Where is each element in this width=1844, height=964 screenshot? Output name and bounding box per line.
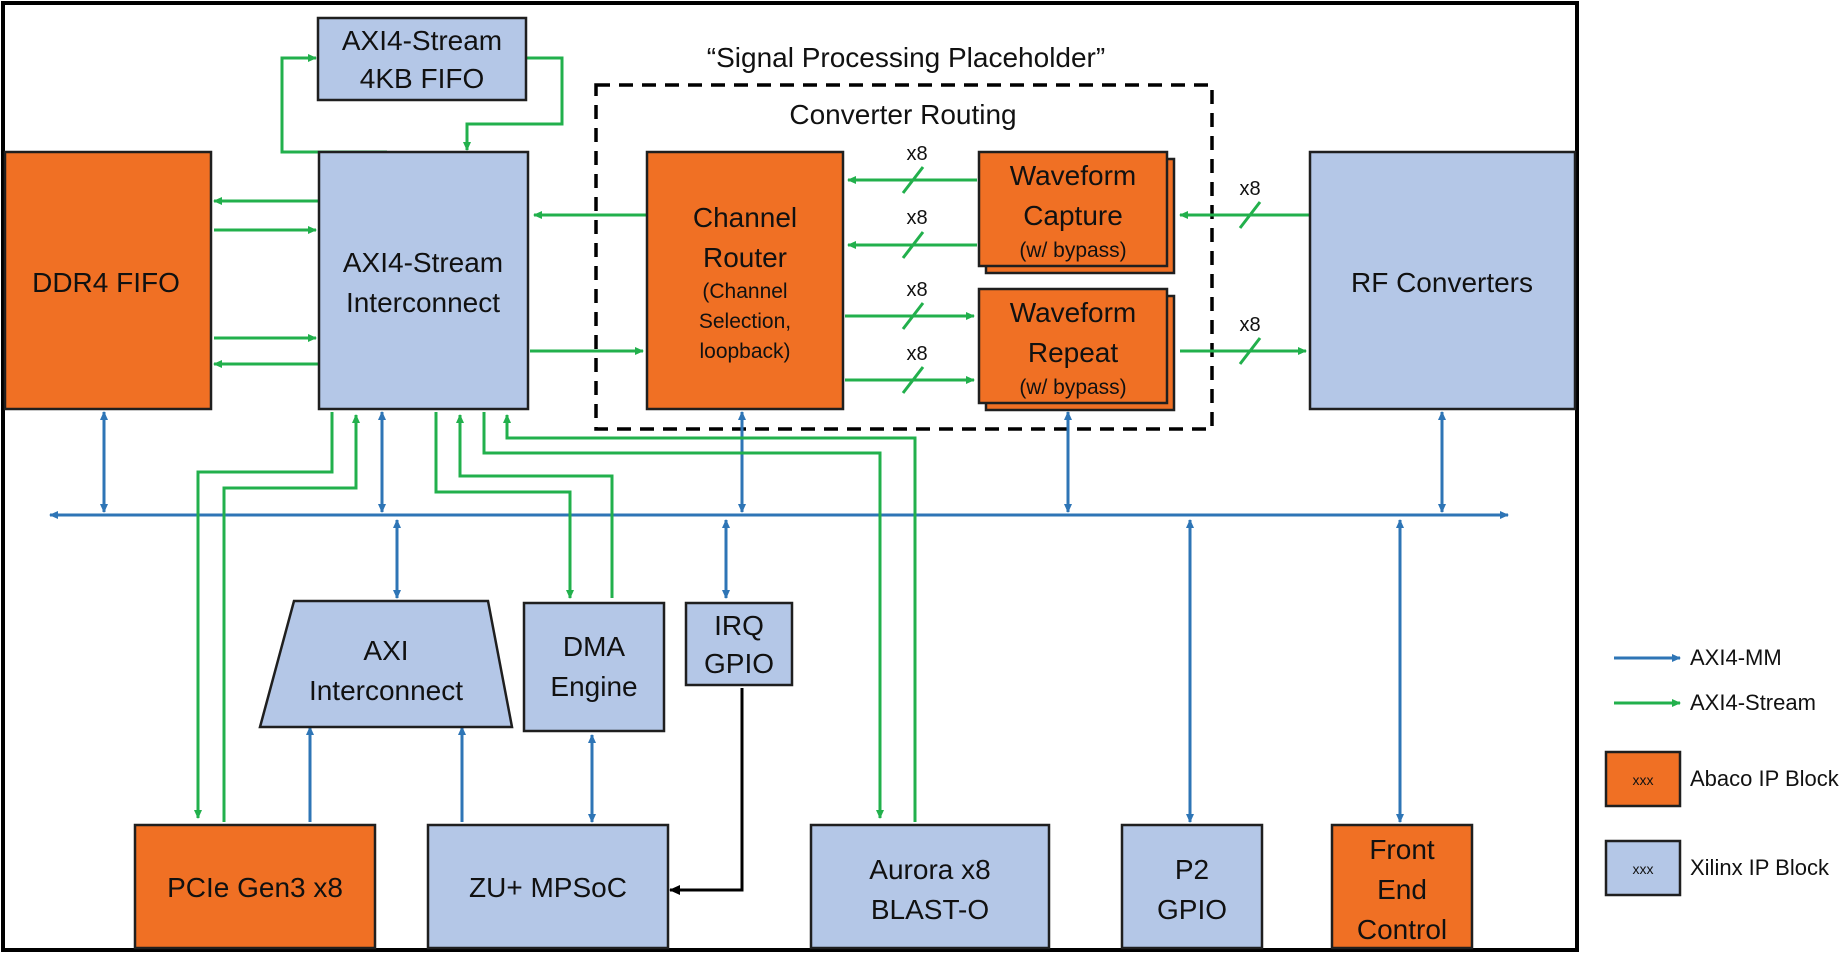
svg-text:Repeat: Repeat (1028, 337, 1119, 368)
svg-text:xxx: xxx (1633, 861, 1654, 877)
legend-mm-label: AXI4-MM (1690, 645, 1782, 670)
svg-text:Interconnect: Interconnect (346, 287, 500, 318)
svg-text:AXI4-Stream: AXI4-Stream (343, 247, 503, 278)
svg-text:P2: P2 (1175, 854, 1209, 885)
bus-label: x8 (1239, 314, 1260, 336)
svg-text:RF Converters: RF Converters (1351, 267, 1533, 298)
svg-text:Channel: Channel (693, 202, 797, 233)
axi4-stream-fifo-block: AXI4-Stream 4KB FIFO (316, 16, 528, 102)
bus-label: x8 (906, 207, 927, 229)
legend-abaco-swatch (1604, 750, 1682, 808)
zu-mpsoc-block: ZU+ MPSoC (426, 823, 670, 950)
waveform-repeat-block: Waveform Repeat (w/ bypass) (977, 287, 1176, 412)
pcie-gen3-block: PCIe Gen3 x8 (133, 823, 377, 950)
svg-text:Front: Front (1369, 834, 1435, 865)
irq-connection (669, 688, 744, 895)
legend-stream-label: AXI4-Stream (1690, 690, 1816, 715)
bus-label: x8 (1239, 178, 1260, 200)
dma-engine-block: DMA Engine (522, 601, 666, 733)
outer-frame (1, 1, 1579, 952)
bus-label: x8 (906, 143, 927, 165)
front-end-control-block: Front End Control (1330, 823, 1474, 950)
svg-text:Engine: Engine (550, 671, 637, 702)
legend: AXI4-MM AXI4-Stream xxx Abaco IP Block x… (1604, 645, 1840, 897)
waveform-capture-block: Waveform Capture (w/ bypass) (977, 150, 1176, 275)
svg-text:ZU+ MPSoC: ZU+ MPSoC (469, 872, 627, 903)
svg-text:(w/ bypass): (w/ bypass) (1019, 239, 1126, 262)
svg-text:AXI4-Stream: AXI4-Stream (342, 25, 502, 56)
legend-abaco-label: Abaco IP Block (1690, 766, 1840, 791)
svg-text:DDR4 FIFO: DDR4 FIFO (32, 267, 180, 298)
svg-text:Interconnect: Interconnect (309, 675, 463, 706)
rf-converters-block: RF Converters (1308, 150, 1577, 411)
svg-text:End: End (1377, 874, 1427, 905)
svg-text:Selection,: Selection, (699, 310, 791, 333)
svg-text:Control: Control (1357, 914, 1447, 945)
converter-routing-label: Converter Routing (789, 99, 1016, 130)
p2-gpio-block: P2 GPIO (1120, 823, 1264, 950)
irq-gpio-block: IRQ GPIO (684, 601, 794, 687)
signal-processing-region (594, 83, 1214, 431)
legend-xilinx-swatch (1604, 839, 1682, 897)
svg-text:loopback): loopback) (699, 340, 790, 363)
axi4-stream-interconnect-block: AXI4-Stream Interconnect (317, 150, 530, 411)
svg-text:GPIO: GPIO (1157, 894, 1227, 925)
svg-text:BLAST-O: BLAST-O (871, 894, 989, 925)
svg-text:(Channel: (Channel (702, 280, 787, 303)
svg-text:IRQ: IRQ (714, 610, 764, 641)
svg-text:DMA: DMA (563, 631, 626, 662)
svg-text:Waveform: Waveform (1010, 160, 1137, 191)
svg-text:4KB FIFO: 4KB FIFO (360, 63, 484, 94)
svg-text:GPIO: GPIO (704, 648, 774, 679)
bus-label: x8 (906, 343, 927, 365)
bus-width-slashes (901, 166, 1262, 394)
axi-interconnect-block: AXI Interconnect (258, 599, 514, 729)
svg-text:Router: Router (703, 242, 787, 273)
legend-xilinx-label: Xilinx IP Block (1690, 855, 1830, 880)
signal-processing-title: “Signal Processing Placeholder” (707, 42, 1105, 73)
channel-router-block: Channel Router (Channel Selection, loopb… (645, 150, 845, 411)
bus-label: x8 (906, 279, 927, 301)
svg-text:Waveform: Waveform (1010, 297, 1137, 328)
svg-text:PCIe Gen3 x8: PCIe Gen3 x8 (167, 872, 343, 903)
axi4-mm-connections (49, 411, 1509, 823)
svg-text:(w/ bypass): (w/ bypass) (1019, 376, 1126, 399)
svg-text:Aurora x8: Aurora x8 (869, 854, 990, 885)
ddr4-fifo-block: DDR4 FIFO (3, 150, 213, 411)
svg-text:AXI: AXI (363, 635, 408, 666)
aurora-blast-block: Aurora x8 BLAST-O (809, 823, 1051, 950)
svg-text:xxx: xxx (1633, 772, 1654, 788)
svg-text:Capture: Capture (1023, 200, 1123, 231)
